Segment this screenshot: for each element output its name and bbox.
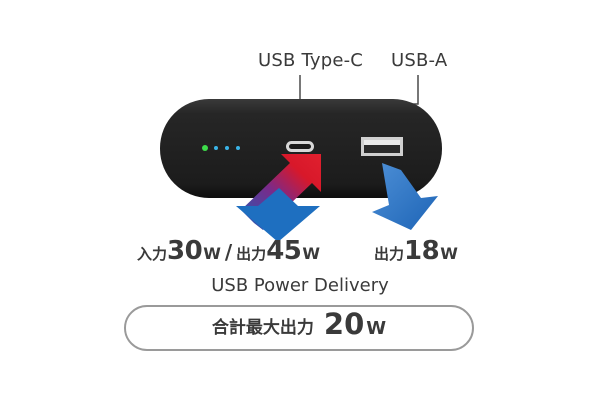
input-value: 30	[167, 236, 203, 266]
usb-c-label: USB Type-C	[258, 50, 364, 71]
input-unit: W	[203, 244, 221, 263]
arrow-out-icon	[236, 188, 320, 242]
output-a-value: 18	[404, 236, 440, 266]
input-label: 入力	[137, 245, 168, 263]
usb-a-output-arrow-icon	[372, 163, 438, 230]
output-c-value: 45	[266, 236, 302, 266]
total-output-unit: W	[366, 318, 387, 339]
output-a-label: 出力	[374, 245, 405, 263]
total-output-label: 合計最大出力	[211, 318, 314, 338]
power-delivery-label: USB Power Delivery	[211, 275, 389, 296]
usb-a-label: USB-A	[391, 50, 448, 71]
usb-a-spec: 出力 18 W	[374, 236, 458, 266]
usb-a-port-icon	[361, 137, 403, 156]
output-c-label: 出力	[236, 245, 267, 263]
output-a-unit: W	[440, 244, 458, 263]
spec-separator: /	[224, 240, 233, 264]
total-output-value: 20	[323, 307, 365, 341]
usb-c-port-icon	[286, 141, 314, 152]
output-c-unit: W	[302, 244, 321, 263]
led-indicator-icon	[202, 145, 240, 151]
usb-c-spec: 入力 30 W / 出力 45 W	[137, 236, 320, 266]
total-output-badge: 合計最大出力 20 W	[124, 305, 474, 351]
